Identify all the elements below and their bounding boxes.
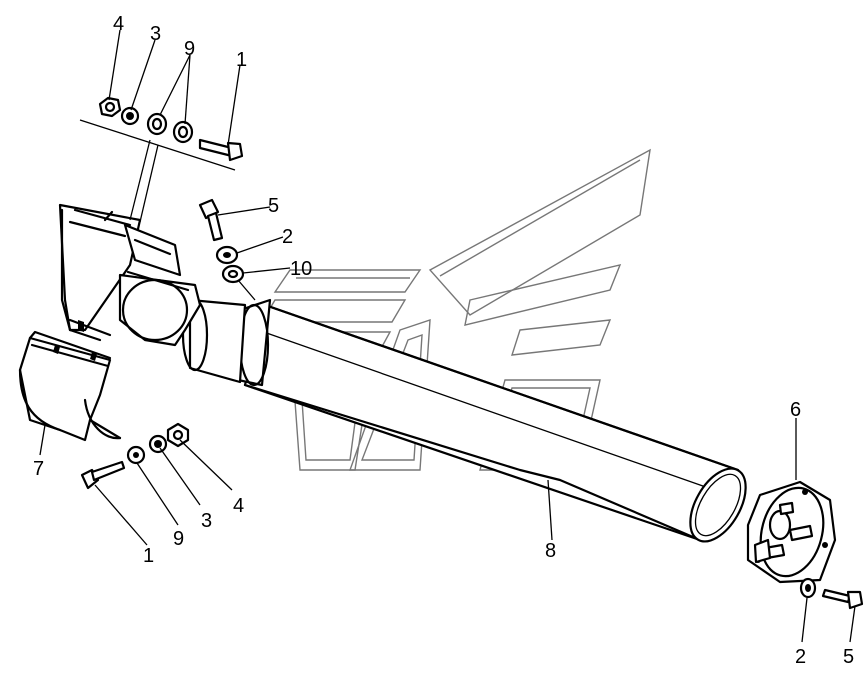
callout-2-mid: 2 [282,226,293,248]
callout-7: 7 [33,458,44,480]
callout-5-bottom: 5 [843,646,854,668]
tube-part-8 [234,298,747,543]
lower-fasteners [80,422,190,490]
callout-3-top: 3 [150,23,161,45]
flange-part-6 [746,480,837,584]
flange-fasteners [799,577,864,610]
callout-9-top: 9 [184,38,195,60]
callout-6: 6 [790,399,801,421]
upper-fasteners [79,96,244,223]
callout-9-bottom: 9 [173,528,184,550]
callout-5-mid: 5 [268,195,279,217]
callout-2-bottom: 2 [795,646,806,668]
upper-bracket [58,203,202,347]
callout-3-bottom: 3 [201,510,212,532]
callout-1-top: 1 [236,49,247,71]
mid-fasteners [198,198,256,301]
clamp-half-part-7 [18,330,122,442]
callout-10: 10 [290,258,312,280]
callout-labels: 4 3 9 1 5 2 10 7 4 3 9 1 6 8 2 5 [33,13,854,668]
callout-1-bottom: 1 [143,545,154,567]
callout-4-bottom: 4 [233,495,244,517]
callout-8: 8 [545,540,556,562]
leader-lines [39,29,856,643]
callout-4-top: 4 [113,13,124,35]
